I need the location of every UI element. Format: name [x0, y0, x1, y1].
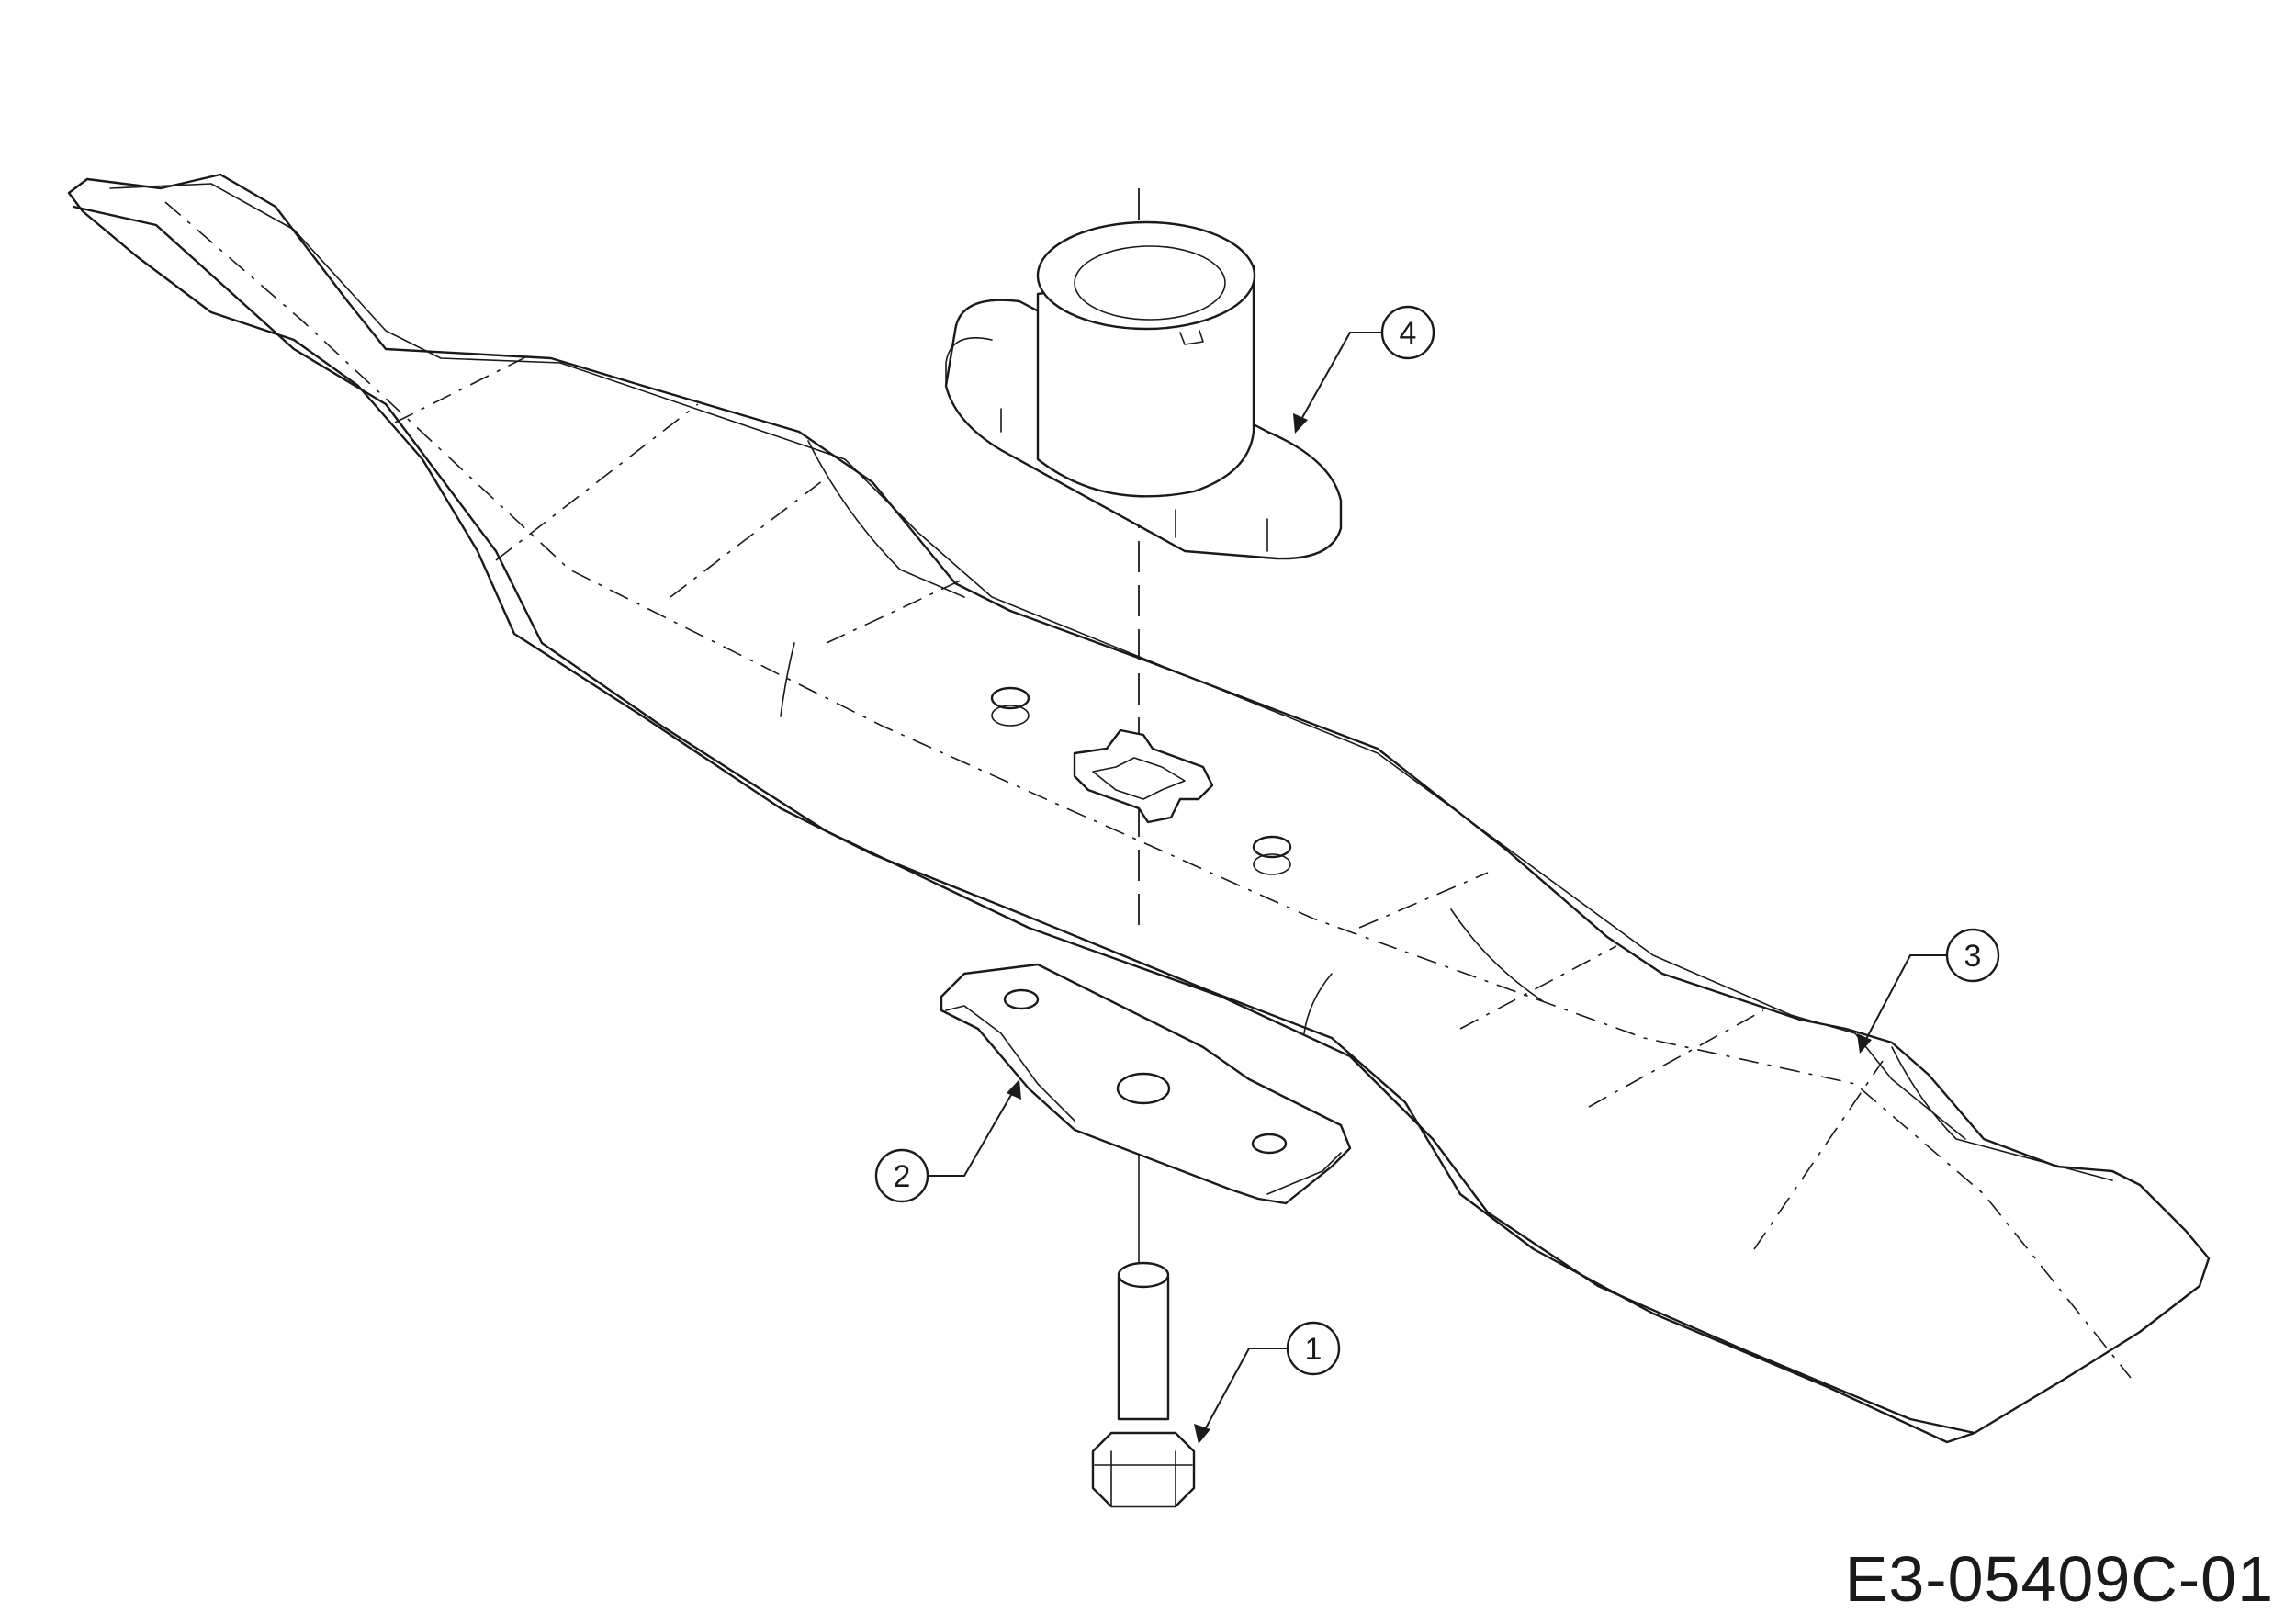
blade-adapter-part	[944, 220, 1343, 560]
callout-3-label: 3	[1964, 939, 1982, 974]
drawing-code-label: E3-05409C-01	[1844, 1543, 2274, 1615]
stiffener-plate-part	[940, 963, 1352, 1205]
callout-4: 4	[1293, 305, 1435, 434]
callout-1-label: 1	[1305, 1332, 1322, 1367]
callout-1: 1	[1194, 1321, 1341, 1444]
callout-3: 3	[1857, 928, 2000, 1054]
callout-4-label: 4	[1400, 316, 1417, 351]
mower-blade-part	[67, 173, 2211, 1444]
callout-2: 2	[874, 1079, 1021, 1203]
callout-2-label: 2	[894, 1159, 911, 1194]
hex-bolt-part	[1091, 1261, 1196, 1508]
